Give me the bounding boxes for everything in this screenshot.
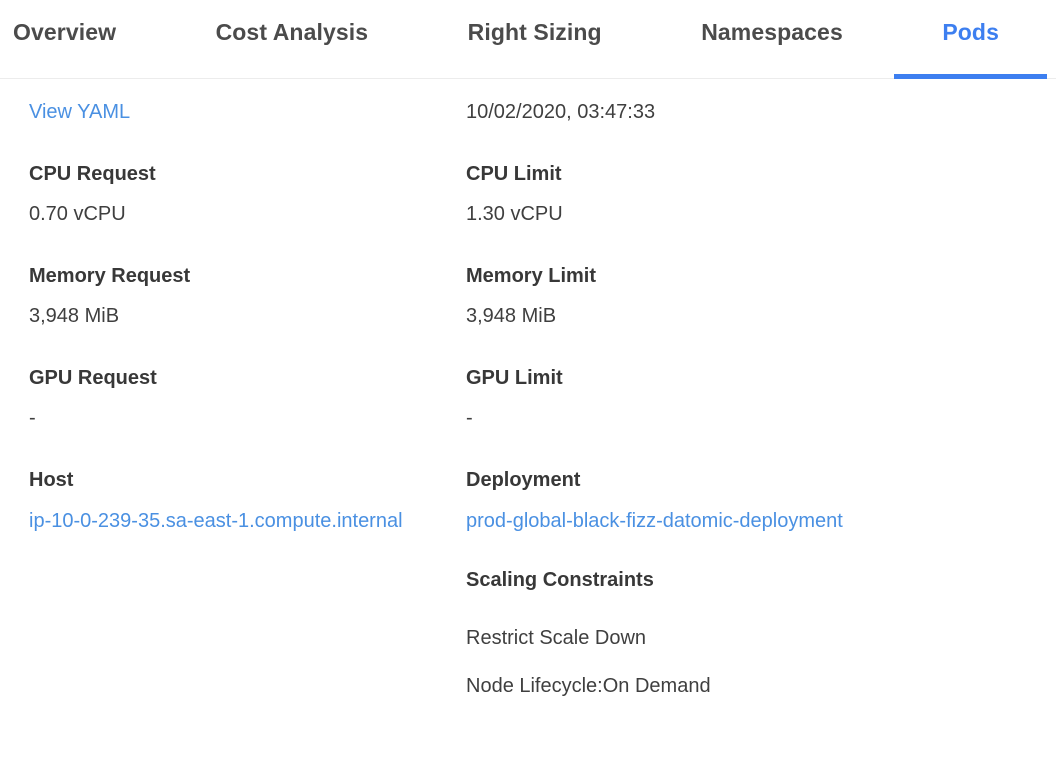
scaling-constraints-title: Scaling Constraints <box>466 569 654 591</box>
field-deployment: Deployment prod-global-black-fizz-datomi… <box>466 466 843 536</box>
cpu-limit-value: 1.30 vCPU <box>466 203 563 225</box>
cpu-request-label: CPU Request <box>29 163 156 185</box>
cpu-limit-label: CPU Limit <box>466 163 562 185</box>
tab-cost-analysis[interactable]: Cost Analysis <box>215 19 369 45</box>
tab-right-sizing[interactable]: Right Sizing <box>467 19 602 45</box>
host-label: Host <box>29 469 74 491</box>
deployment-label: Deployment <box>466 469 581 491</box>
gpu-limit-label: GPU Limit <box>466 367 563 389</box>
gpu-request-label: GPU Request <box>29 367 157 389</box>
detail-left-column: View YAML CPU Request 0.70 vCPU Memory R… <box>29 98 466 570</box>
host-link[interactable]: ip-10-0-239-35.sa-east-1.compute.interna… <box>29 510 403 532</box>
gpu-limit-value: - <box>466 407 473 429</box>
field-memory-request: Memory Request 3,948 MiB <box>29 262 190 330</box>
field-host: Host ip-10-0-239-35.sa-east-1.compute.in… <box>29 466 403 536</box>
pod-detail-panel: View YAML CPU Request 0.70 vCPU Memory R… <box>0 79 1056 700</box>
active-tab-underline <box>894 74 1047 79</box>
memory-limit-value: 3,948 MiB <box>466 305 557 327</box>
field-cpu-limit: CPU Limit 1.30 vCPU <box>466 160 563 228</box>
tab-overview[interactable]: Overview <box>13 19 117 45</box>
tab-bar: Overview Cost Analysis Right Sizing Name… <box>0 0 1056 79</box>
field-gpu-limit: GPU Limit - <box>466 364 563 432</box>
scaling-constraints-section: Scaling Constraints Restrict Scale Down … <box>466 566 711 700</box>
tab-namespaces[interactable]: Namespaces <box>701 19 843 45</box>
field-gpu-request: GPU Request - <box>29 364 157 432</box>
field-cpu-request: CPU Request 0.70 vCPU <box>29 160 156 228</box>
gpu-request-value: - <box>29 407 36 429</box>
field-memory-limit: Memory Limit 3,948 MiB <box>466 262 596 330</box>
memory-limit-label: Memory Limit <box>466 265 597 287</box>
cpu-request-value: 0.70 vCPU <box>29 203 126 225</box>
memory-request-value: 3,948 MiB <box>29 305 120 327</box>
detail-right-column: 10/02/2020, 03:47:33 CPU Limit 1.30 vCPU… <box>466 98 1056 700</box>
scaling-constraint-restrict-scale-down: Restrict Scale Down <box>466 627 647 649</box>
creation-timestamp: 10/02/2020, 03:47:33 <box>466 101 656 123</box>
tab-pods[interactable]: Pods <box>942 19 999 45</box>
memory-request-label: Memory Request <box>29 265 191 287</box>
view-yaml-link[interactable]: View YAML <box>29 101 131 123</box>
deployment-link[interactable]: prod-global-black-fizz-datomic-deploymen… <box>466 510 843 532</box>
scaling-constraint-node-lifecycle: Node Lifecycle:On Demand <box>466 675 711 697</box>
